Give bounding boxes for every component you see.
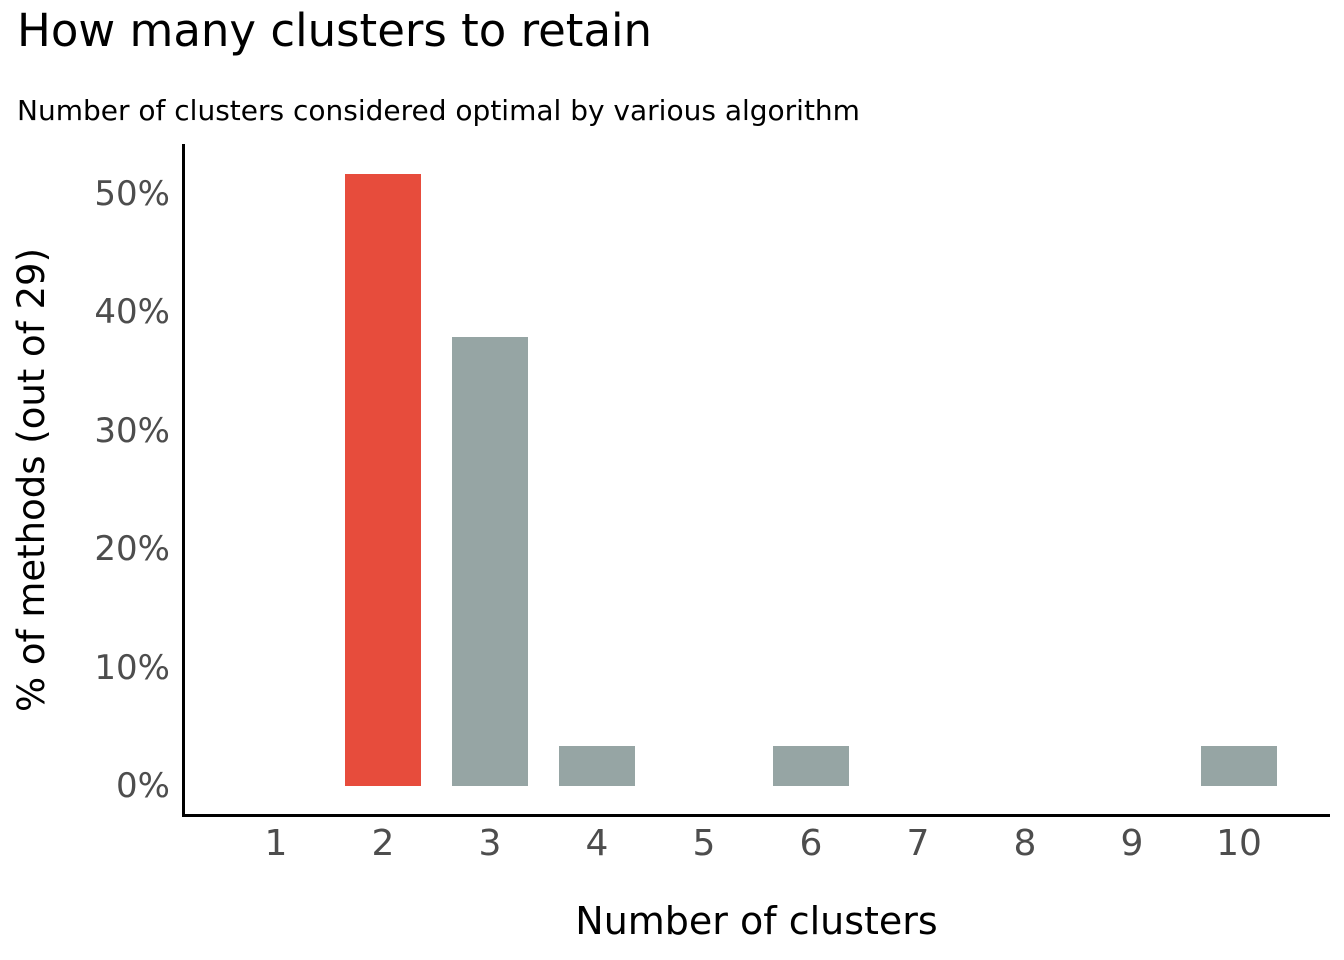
bar-cluster-3 xyxy=(452,337,528,786)
bar-cluster-2 xyxy=(345,174,421,786)
chart-subtitle: Number of clusters considered optimal by… xyxy=(17,94,860,127)
y-tick-label-20%: 20% xyxy=(94,529,170,569)
x-tick-label-2: 2 xyxy=(371,823,395,864)
chart-title: How many clusters to retain xyxy=(17,4,653,57)
x-tick-label-10: 10 xyxy=(1216,823,1262,864)
x-tick-label-7: 7 xyxy=(906,823,930,864)
y-tick-label-0%: 0% xyxy=(116,766,170,806)
x-tick-label-5: 5 xyxy=(692,823,716,864)
x-tick-label-6: 6 xyxy=(799,823,823,864)
bar-cluster-10 xyxy=(1201,746,1277,786)
y-axis-line xyxy=(182,144,185,817)
x-tick-label-4: 4 xyxy=(585,823,609,864)
bar-cluster-4 xyxy=(559,746,635,786)
x-axis-title: Number of clusters xyxy=(575,899,938,943)
y-tick-label-10%: 10% xyxy=(94,648,170,688)
x-tick-label-1: 1 xyxy=(264,823,288,864)
bar-cluster-6 xyxy=(773,746,849,786)
x-axis-line xyxy=(182,814,1330,817)
y-tick-label-40%: 40% xyxy=(94,292,170,332)
plot-area xyxy=(183,144,1330,786)
y-tick-label-50%: 50% xyxy=(94,174,170,214)
x-tick-label-9: 9 xyxy=(1120,823,1144,864)
x-tick-label-8: 8 xyxy=(1013,823,1037,864)
y-tick-label-30%: 30% xyxy=(94,411,170,451)
x-tick-label-3: 3 xyxy=(478,823,502,864)
